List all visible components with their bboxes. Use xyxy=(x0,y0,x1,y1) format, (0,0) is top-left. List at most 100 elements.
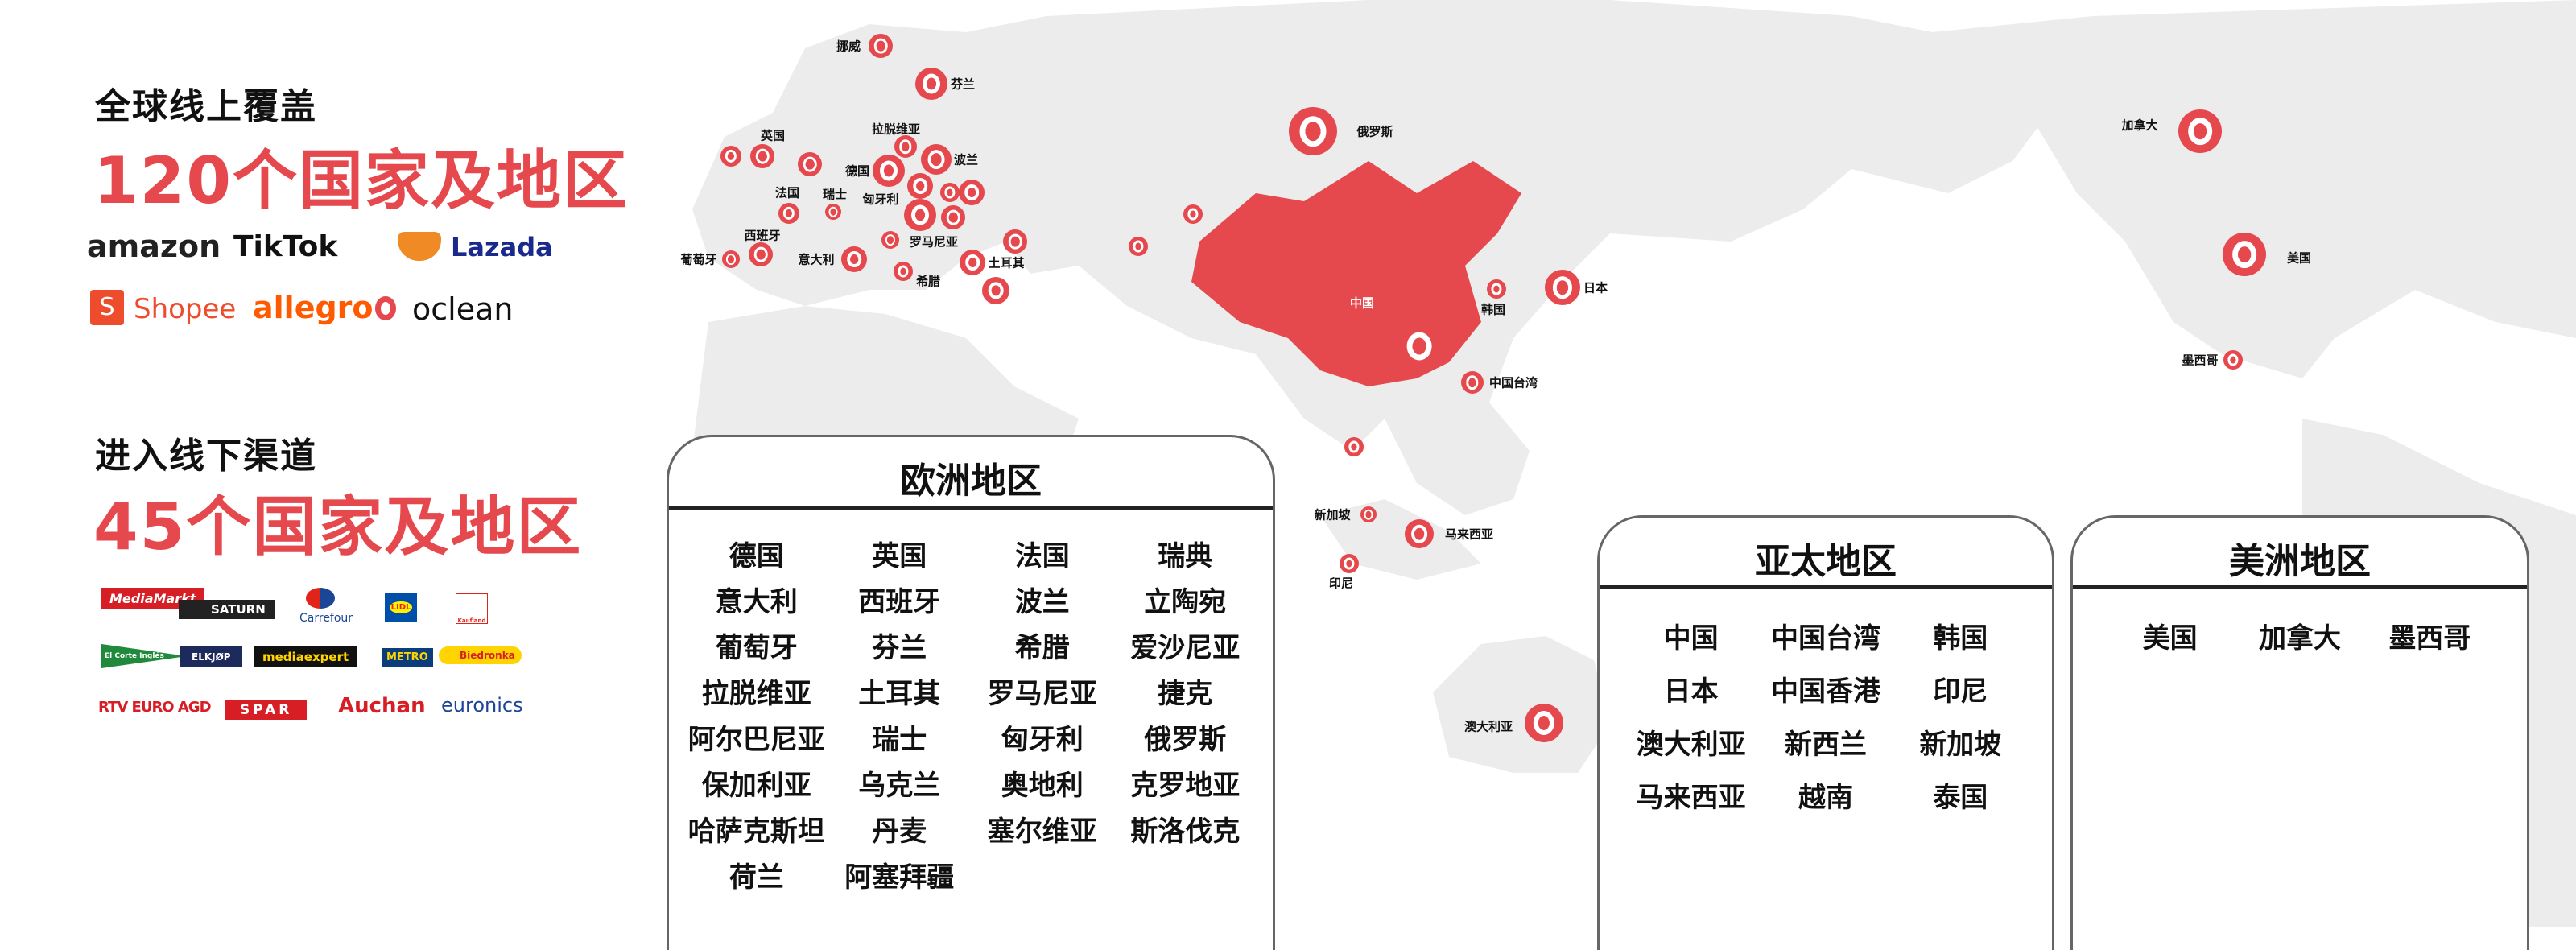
lazada-logo: Lazada xyxy=(451,232,553,262)
oclean-marker-icon xyxy=(941,205,965,229)
country-item: 奥地利 xyxy=(1001,770,1084,802)
asia-pacific-divider xyxy=(1600,585,2052,589)
oclean-ring-icon xyxy=(946,209,960,225)
oclean-band xyxy=(1346,562,1352,565)
oclean-ring-icon xyxy=(965,254,980,271)
country-item: 葡萄牙 xyxy=(715,632,798,664)
country-item: 加拿大 xyxy=(2258,622,2341,655)
oclean-ring-icon xyxy=(2188,118,2212,145)
oclean-marker-icon xyxy=(1344,437,1364,456)
map-country-label: 中国台湾 xyxy=(1488,375,1538,390)
oclean-ring-icon xyxy=(1299,116,1327,147)
oclean-ring-icon xyxy=(828,206,838,217)
oclean-ring-icon xyxy=(1533,711,1555,735)
map-country-label: 加拿大 xyxy=(2121,118,2158,133)
map-country-label: 芬兰 xyxy=(950,76,976,92)
biedronka-logo: Biedronka xyxy=(439,646,522,664)
map-country-label: 罗马尼亚 xyxy=(909,234,959,250)
country-item: 阿塞拜疆 xyxy=(844,861,955,894)
oclean-band xyxy=(968,191,976,194)
map-country-label: 拉脱维亚 xyxy=(871,122,921,137)
oclean-band xyxy=(1010,240,1020,243)
map-country-label: 波兰 xyxy=(953,152,979,167)
oclean-marker-icon xyxy=(904,199,936,231)
oclean-band xyxy=(758,155,767,158)
map-country-label: 中国 xyxy=(1349,295,1375,311)
oclean-band xyxy=(876,44,886,48)
country-item: 意大利 xyxy=(715,586,798,618)
map-country-label: 新加坡 xyxy=(1314,507,1351,522)
europe-divider xyxy=(669,506,1273,510)
country-item: 韩国 xyxy=(1933,622,1988,655)
oclean-ring-icon xyxy=(988,282,1004,299)
oclean-marker-icon xyxy=(2223,350,2243,370)
tiktok-logo: TikTok xyxy=(233,230,338,263)
americas-region-card: 美洲地区 美国加拿大墨西哥 xyxy=(2070,515,2529,950)
offline-count: 45个国家及地区 xyxy=(93,489,583,564)
country-item: 土耳其 xyxy=(858,678,941,710)
oclean-marker-icon xyxy=(1525,704,1563,742)
oclean-marker-icon xyxy=(720,146,741,167)
oclean-marker-icon xyxy=(894,135,917,158)
country-item: 斯洛伐克 xyxy=(1130,816,1241,848)
oclean-band xyxy=(1538,721,1550,725)
oclean-marker-icon xyxy=(1461,371,1484,394)
oclean-band xyxy=(805,163,815,166)
rtv-euro-agd-logo: RTV EURO AGD xyxy=(98,699,212,716)
oclean-ring-icon xyxy=(1411,524,1427,543)
country-item: 英国 xyxy=(872,540,927,572)
australia-landmass xyxy=(1433,636,1610,773)
oclean-ring-icon xyxy=(725,254,737,265)
map-country-label: 西班牙 xyxy=(744,228,781,243)
oclean-marker-icon xyxy=(1487,279,1506,299)
oclean-ring-icon xyxy=(1348,440,1360,453)
oclean-ring-icon xyxy=(944,186,956,199)
oclean-band xyxy=(916,184,924,188)
oclean-band xyxy=(727,258,735,261)
lidl-logo: LIDL xyxy=(385,593,417,622)
shopee-logo: Shopee xyxy=(134,293,237,325)
oclean-ring-icon xyxy=(911,204,929,225)
country-item: 丹麦 xyxy=(872,816,927,848)
oclean-ring-icon xyxy=(753,246,768,262)
country-item: 拉脱维亚 xyxy=(701,678,811,710)
oclean-band xyxy=(1365,513,1372,516)
map-country-label: 澳大利亚 xyxy=(1463,719,1513,734)
online-heading: 全球线上覆盖 xyxy=(95,86,317,127)
country-item: 罗马尼亚 xyxy=(987,678,1097,710)
oclean-ring-icon xyxy=(1491,283,1502,295)
oclean-ring-icon xyxy=(964,184,979,200)
oclean-ring-icon xyxy=(1187,208,1199,221)
oclean-band xyxy=(1135,245,1141,248)
map-country-label: 马来西亚 xyxy=(1444,527,1494,542)
map-country-label: 俄罗斯 xyxy=(1356,124,1393,139)
country-item: 瑞士 xyxy=(872,724,927,756)
oclean-band xyxy=(947,191,953,194)
oclean-ring-icon xyxy=(873,38,888,54)
country-item: 中国香港 xyxy=(1770,675,1880,708)
oclean-marker-icon xyxy=(921,144,952,175)
oclean-marker-icon xyxy=(1360,506,1377,522)
oclean-marker-icon xyxy=(798,152,822,176)
oclean-band xyxy=(886,238,894,242)
country-item: 西班牙 xyxy=(858,586,941,618)
oclean-ring-icon xyxy=(2232,241,2256,268)
europe-title: 欧洲地区 xyxy=(900,461,1042,502)
oclean-marker-icon xyxy=(940,183,960,202)
country-item: 美国 xyxy=(2142,622,2198,655)
spar-logo: SPAR xyxy=(225,700,308,720)
oclean-band xyxy=(991,289,1001,292)
americas-country-list: 美国加拿大墨西哥 xyxy=(2073,616,2527,669)
oclean-marker-icon xyxy=(869,34,893,58)
auchan-logo: Auchan xyxy=(338,694,426,718)
country-item: 波兰 xyxy=(1014,586,1070,618)
oclean-marker-icon xyxy=(873,155,905,187)
lidl-logo-text: LIDL xyxy=(389,601,413,613)
oclean-ring-icon xyxy=(803,156,817,172)
oclean-marker-icon xyxy=(1405,519,1434,548)
oclean-band xyxy=(830,210,836,213)
oclean-band xyxy=(902,145,910,148)
oclean-ring-icon xyxy=(2227,353,2239,366)
map-country-label: 瑞士 xyxy=(822,187,848,202)
oclean-logo-icon xyxy=(375,296,396,320)
